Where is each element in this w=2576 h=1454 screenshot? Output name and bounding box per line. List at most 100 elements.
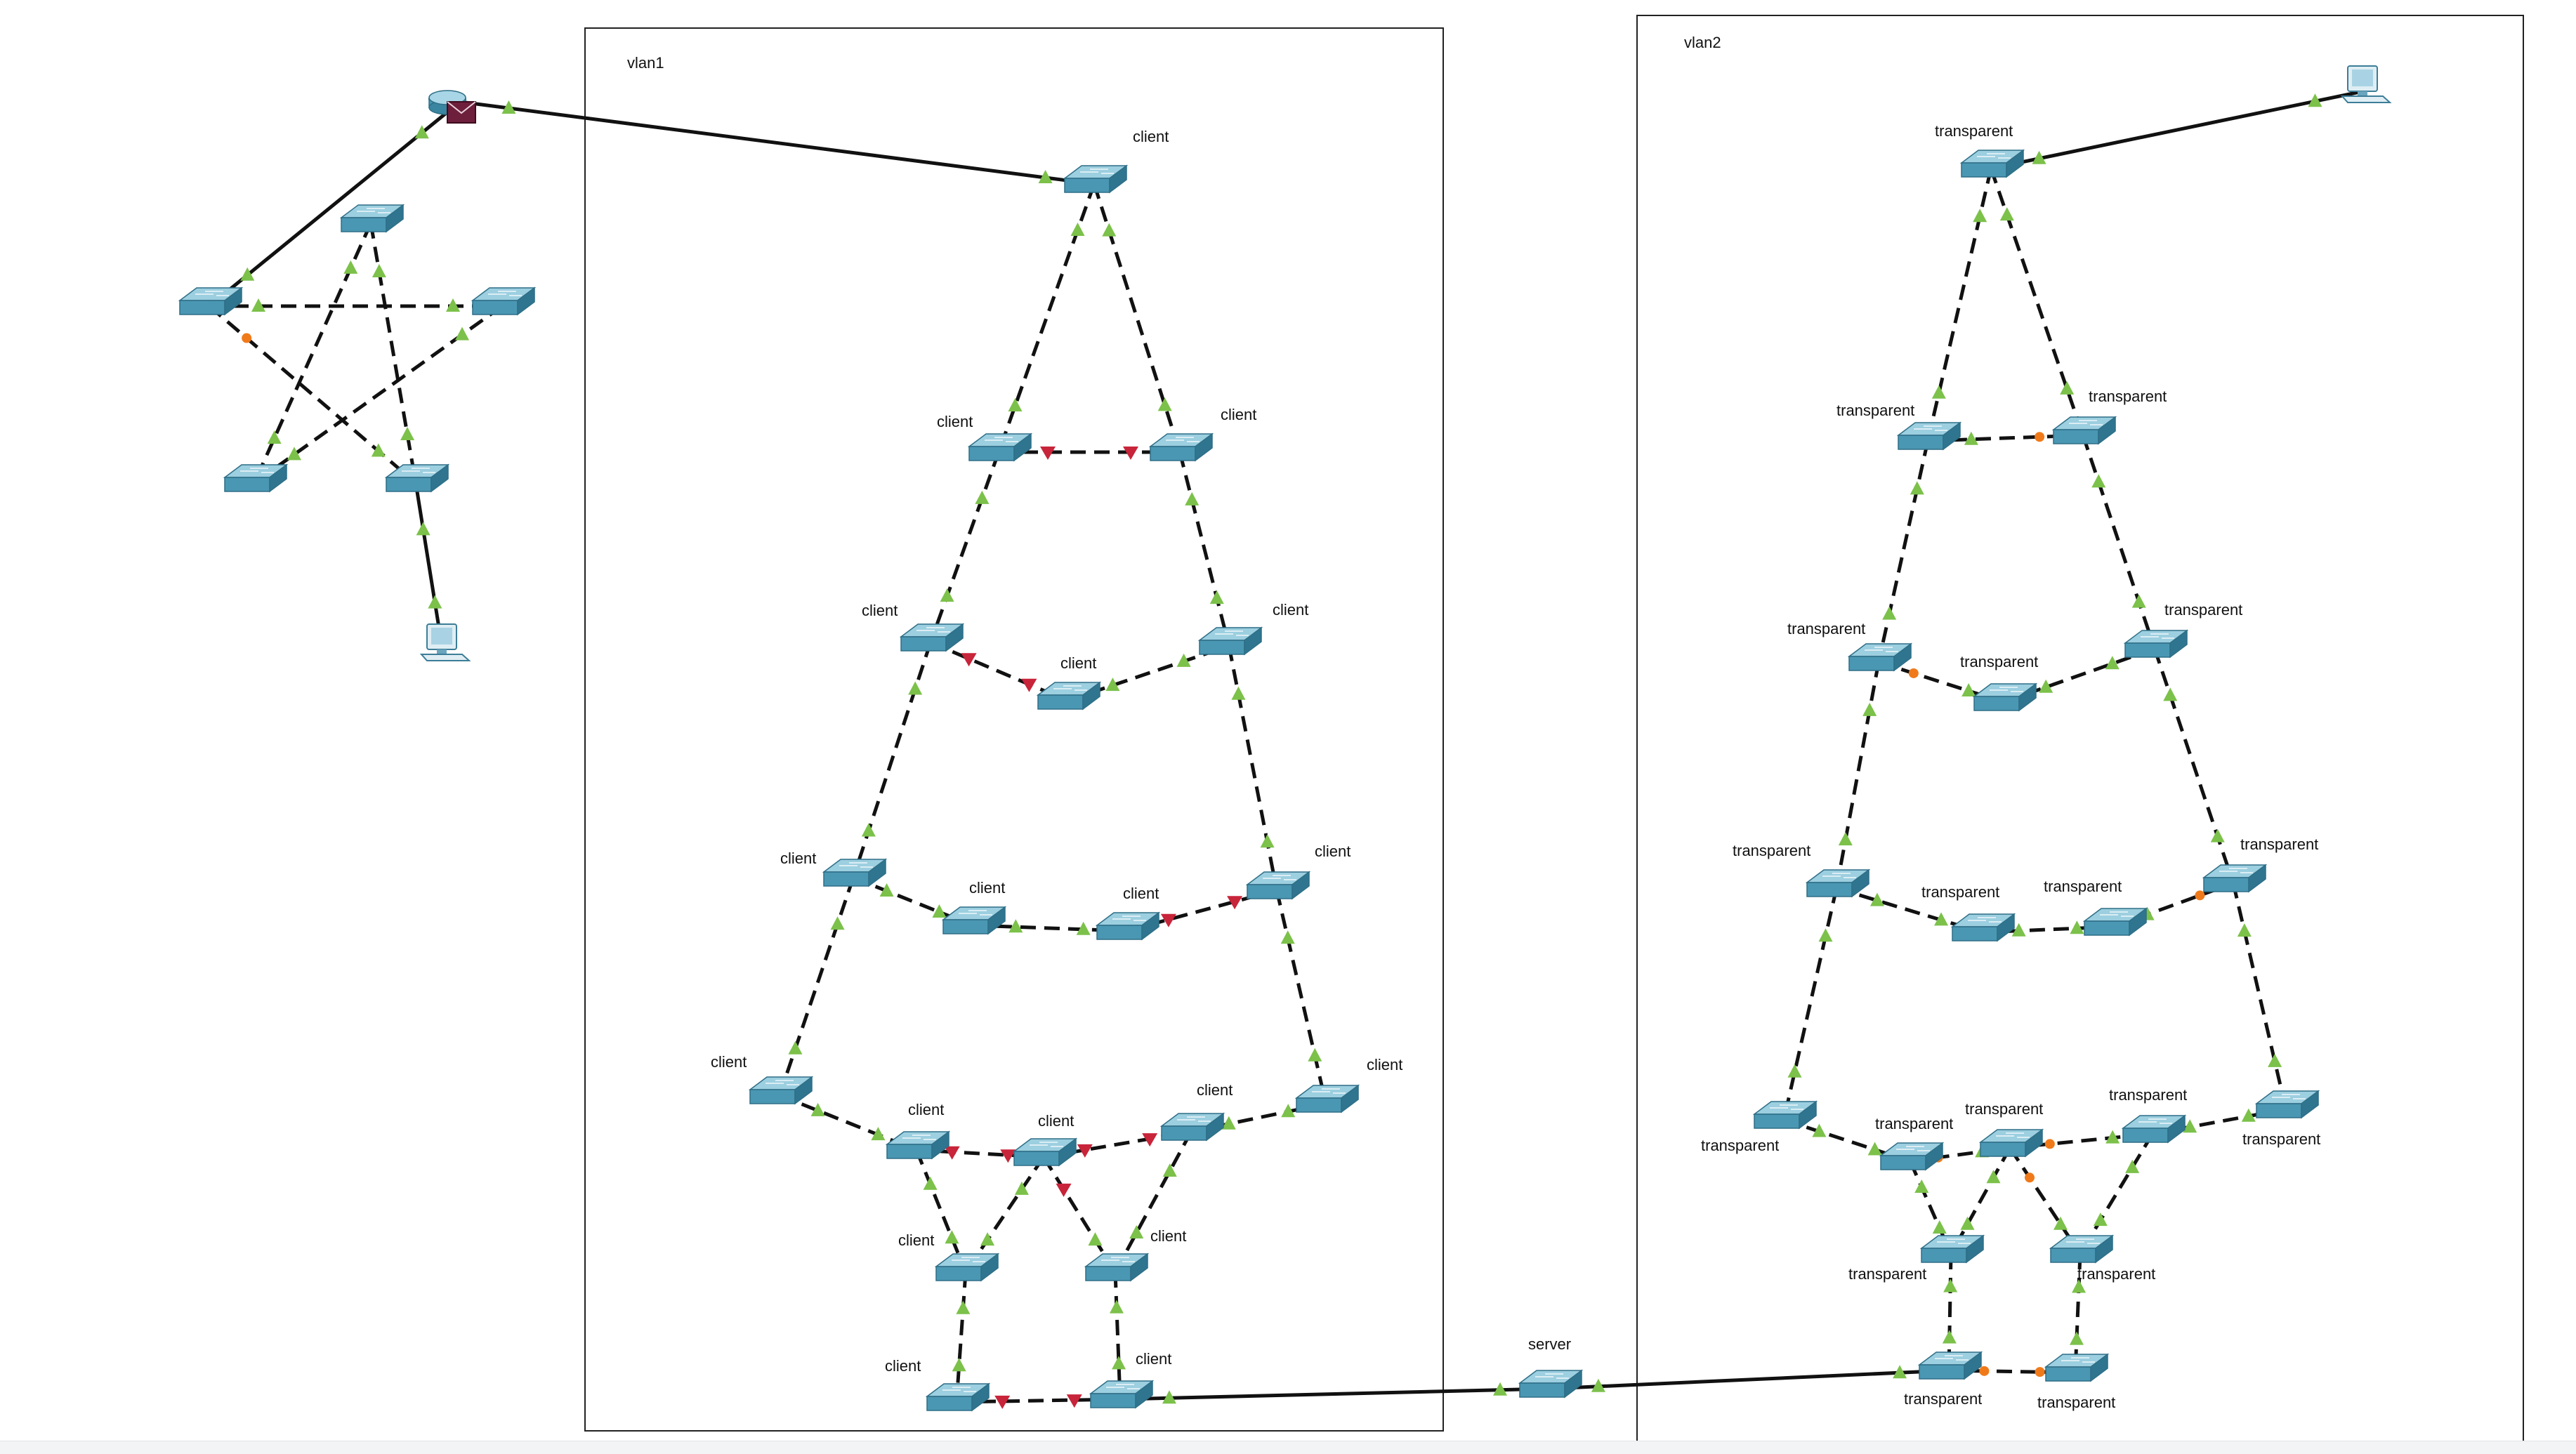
link-star-top-star-bl[interactable]	[252, 222, 373, 484]
link-v2-r2l-v2-r3l[interactable]	[1834, 661, 1881, 889]
link-status-blocked	[994, 1395, 1011, 1409]
link-status-up	[240, 267, 255, 281]
switch-v2-r3r[interactable]	[2203, 864, 2266, 892]
switch-vtp-mode-label: transparent	[2164, 601, 2242, 619]
link-status-up	[980, 1232, 995, 1246]
switch-v2-r1r[interactable]	[2053, 416, 2116, 444]
link-status-up	[1008, 398, 1023, 412]
switch-v2-r4r[interactable]	[2256, 1090, 2319, 1118]
link-status-up	[1914, 1179, 1929, 1193]
switch-vtp-mode-label: transparent	[1875, 1115, 1953, 1132]
switch-v2-r6r[interactable]	[2045, 1354, 2108, 1382]
switch-v2-r3l[interactable]	[1806, 869, 1869, 897]
link-status-up	[1999, 207, 2014, 221]
switch-v1-r4b[interactable]	[1013, 1138, 1077, 1166]
switch-v1-r1l[interactable]	[968, 433, 1032, 461]
link-v1-r2l-v1-r3l[interactable]	[851, 642, 933, 878]
switch-v1-r2m[interactable]	[1037, 682, 1100, 710]
switch-v2-r4l[interactable]	[1754, 1101, 1817, 1129]
switch-v2-r4c[interactable]	[2122, 1115, 2186, 1143]
link-server-v2-r6l[interactable]	[1549, 1368, 1950, 1391]
switch-v2-r4b[interactable]	[1980, 1129, 2043, 1157]
switch-v2-r3a[interactable]	[1952, 913, 2015, 941]
link-v1-top-v1-r1l[interactable]	[997, 183, 1096, 453]
switch-v2-r2r[interactable]	[2124, 630, 2188, 658]
link-status-up	[343, 260, 358, 274]
switch-server[interactable]	[1519, 1370, 1582, 1398]
link-v1-r3l-v1-r4l[interactable]	[777, 877, 855, 1096]
switch-v1-r2l[interactable]	[900, 623, 964, 652]
switch-v1-top[interactable]	[1064, 165, 1127, 193]
link-status-up	[1986, 1170, 2001, 1184]
switch-vtp-mode-label: server	[1528, 1335, 1571, 1353]
link-status-up	[1162, 1390, 1176, 1404]
link-v2-top-v2-r1r[interactable]	[1989, 168, 2085, 436]
switch-v1-r3l[interactable]	[823, 859, 886, 887]
switch-v2-r5l[interactable]	[1921, 1235, 1984, 1263]
envelope-icon[interactable]	[447, 101, 476, 124]
switch-v1-r3r[interactable]	[1247, 871, 1310, 899]
switch-star-top[interactable]	[341, 204, 404, 232]
switch-v1-r1r[interactable]	[1150, 433, 1213, 461]
switch-vtp-mode-label: transparent	[1733, 842, 1811, 859]
switch-star-left[interactable]	[179, 287, 242, 315]
link-v2-top-v2-r1l[interactable]	[1926, 168, 1993, 442]
switch-star-br[interactable]	[386, 464, 449, 492]
link-status-up	[2105, 1130, 2120, 1144]
switch-icon	[2084, 908, 2147, 936]
switch-star-right[interactable]	[472, 287, 535, 315]
link-v2-r3r-v2-r4r[interactable]	[2231, 883, 2288, 1110]
switch-v1-r6l[interactable]	[926, 1383, 990, 1411]
link-router-v1-top[interactable]	[459, 100, 1095, 186]
switch-icon	[1754, 1101, 1817, 1129]
link-status-up	[1882, 606, 1897, 620]
switch-v2-r2m[interactable]	[1973, 683, 2037, 711]
link-star-top-star-br[interactable]	[369, 223, 418, 484]
switch-v2-r3b[interactable]	[2084, 908, 2147, 936]
switch-v1-r5r[interactable]	[1085, 1253, 1148, 1281]
link-v1-r6r-server[interactable]	[1119, 1387, 1550, 1401]
switch-v2-r4a[interactable]	[1880, 1142, 1943, 1170]
switch-v1-r3a[interactable]	[942, 906, 1006, 934]
link-v1-r5r-v1-r6r[interactable]	[1113, 1271, 1122, 1400]
switch-v1-r4l[interactable]	[749, 1076, 813, 1104]
link-v1-r4a-v1-r5l[interactable]	[914, 1149, 968, 1273]
link-v1-r3r-v1-r4r[interactable]	[1275, 890, 1328, 1104]
switch-v2-r6l[interactable]	[1919, 1351, 1982, 1380]
link-v2-r5r-v2-r6r[interactable]	[2073, 1253, 2082, 1373]
link-star-br-pc-left[interactable]	[414, 482, 445, 650]
link-status-blocked	[1227, 896, 1243, 910]
link-v1-r1r-v1-r2r[interactable]	[1178, 451, 1231, 647]
pc-pc-right[interactable]	[2341, 65, 2391, 103]
switch-v2-r5r[interactable]	[2050, 1235, 2113, 1263]
switch-v1-r4r[interactable]	[1296, 1085, 1359, 1113]
link-v1-r1l-v1-r2l[interactable]	[928, 451, 1001, 643]
switch-v1-r4c[interactable]	[1161, 1113, 1224, 1141]
switch-icon	[1519, 1370, 1582, 1398]
link-v2-r5l-v2-r6l[interactable]	[1947, 1253, 1953, 1371]
switch-vtp-mode-label: transparent	[2044, 878, 2122, 895]
link-v2-top-pc-right[interactable]	[1990, 89, 2364, 171]
link-v2-r1r-v2-r2r[interactable]	[2081, 435, 2157, 649]
link-v2-r1l-v2-r2l[interactable]	[1877, 440, 1930, 663]
link-v1-r2r-v1-r3r[interactable]	[1227, 645, 1279, 891]
switch-v1-r3b[interactable]	[1096, 912, 1159, 940]
switch-v2-r1l[interactable]	[1898, 422, 1961, 450]
link-v1-r5l-v1-r6l[interactable]	[954, 1271, 968, 1403]
link-v1-r4c-v1-r5r[interactable]	[1113, 1130, 1193, 1274]
switch-v1-r2r[interactable]	[1199, 627, 1262, 655]
link-v1-top-v1-r1r[interactable]	[1092, 183, 1182, 453]
switch-icon	[1806, 869, 1869, 897]
link-v2-r3l-v2-r4l[interactable]	[1782, 887, 1839, 1121]
switch-v1-r4a[interactable]	[886, 1131, 949, 1159]
pc-pc-left[interactable]	[421, 623, 470, 661]
switch-v1-r6r[interactable]	[1090, 1380, 1153, 1408]
switch-star-bl[interactable]	[224, 464, 287, 492]
switch-v1-r5l[interactable]	[935, 1253, 999, 1281]
link-v2-r2r-v2-r3r[interactable]	[2153, 648, 2235, 884]
router-device[interactable]	[428, 90, 476, 124]
switch-v2-top[interactable]	[1961, 150, 2024, 178]
switch-icon	[1150, 433, 1213, 461]
switch-v2-r2l[interactable]	[1848, 643, 1912, 671]
